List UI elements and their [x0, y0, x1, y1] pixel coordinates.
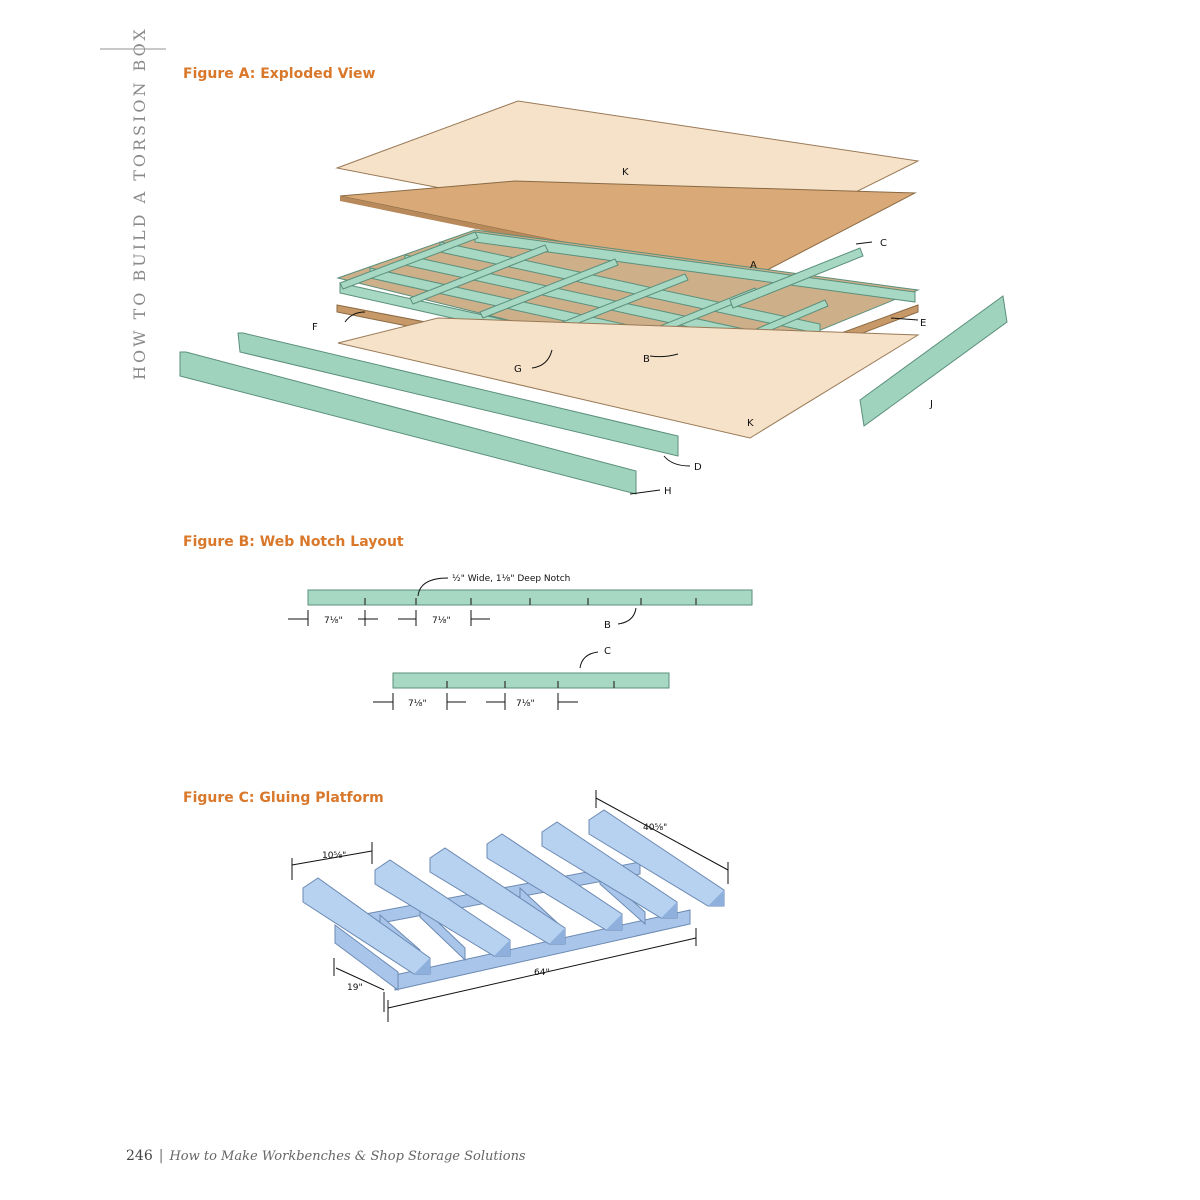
label-k-bottom: K: [747, 418, 754, 429]
label-h: H: [664, 486, 672, 497]
footer-separator: |: [158, 1148, 164, 1164]
label-e: E: [920, 318, 926, 329]
dim-b-2: 7⅛": [432, 616, 451, 626]
page-footer: 246 | How to Make Workbenches & Shop Stora…: [126, 1148, 526, 1164]
edge-strip-h: [179, 351, 637, 495]
dim-c-1: 7⅛": [408, 699, 427, 709]
side-rule: [100, 48, 166, 50]
figure-b-title: Figure B: Web Notch Layout: [183, 534, 404, 550]
figure-c-title: Figure C: Gluing Platform: [183, 790, 384, 806]
dim-bottom-long: 64": [534, 968, 550, 978]
dim-top-left: 10⅝": [322, 851, 346, 861]
label-web-b: B: [604, 620, 611, 631]
dim-c-2: 7⅛": [516, 699, 535, 709]
label-f: F: [312, 322, 318, 333]
edge-strip-j: [859, 295, 1008, 427]
label-d: D: [694, 462, 702, 473]
page-number: 246: [126, 1148, 153, 1164]
dim-b-1: 7⅛": [324, 616, 343, 626]
label-c: C: [880, 238, 887, 249]
label-g: G: [514, 364, 522, 375]
label-j: J: [929, 399, 933, 410]
label-a: A: [750, 260, 757, 271]
book-title: How to Make Workbenches & Shop Storage S…: [169, 1149, 526, 1164]
bottom-skin-k: [337, 317, 920, 439]
label-web-c: C: [604, 646, 611, 657]
edge-strip-d: [237, 332, 679, 457]
label-b: B: [643, 354, 650, 365]
dim-bottom-left: 19": [347, 983, 363, 993]
web-c-strip: [392, 672, 670, 689]
dim-top-right: 40⅝": [643, 823, 667, 833]
notch-note: ½" Wide, 1⅛" Deep Notch: [452, 574, 570, 584]
figure-a-title: Figure A: Exploded View: [183, 66, 376, 82]
label-k-top: K: [622, 167, 629, 178]
